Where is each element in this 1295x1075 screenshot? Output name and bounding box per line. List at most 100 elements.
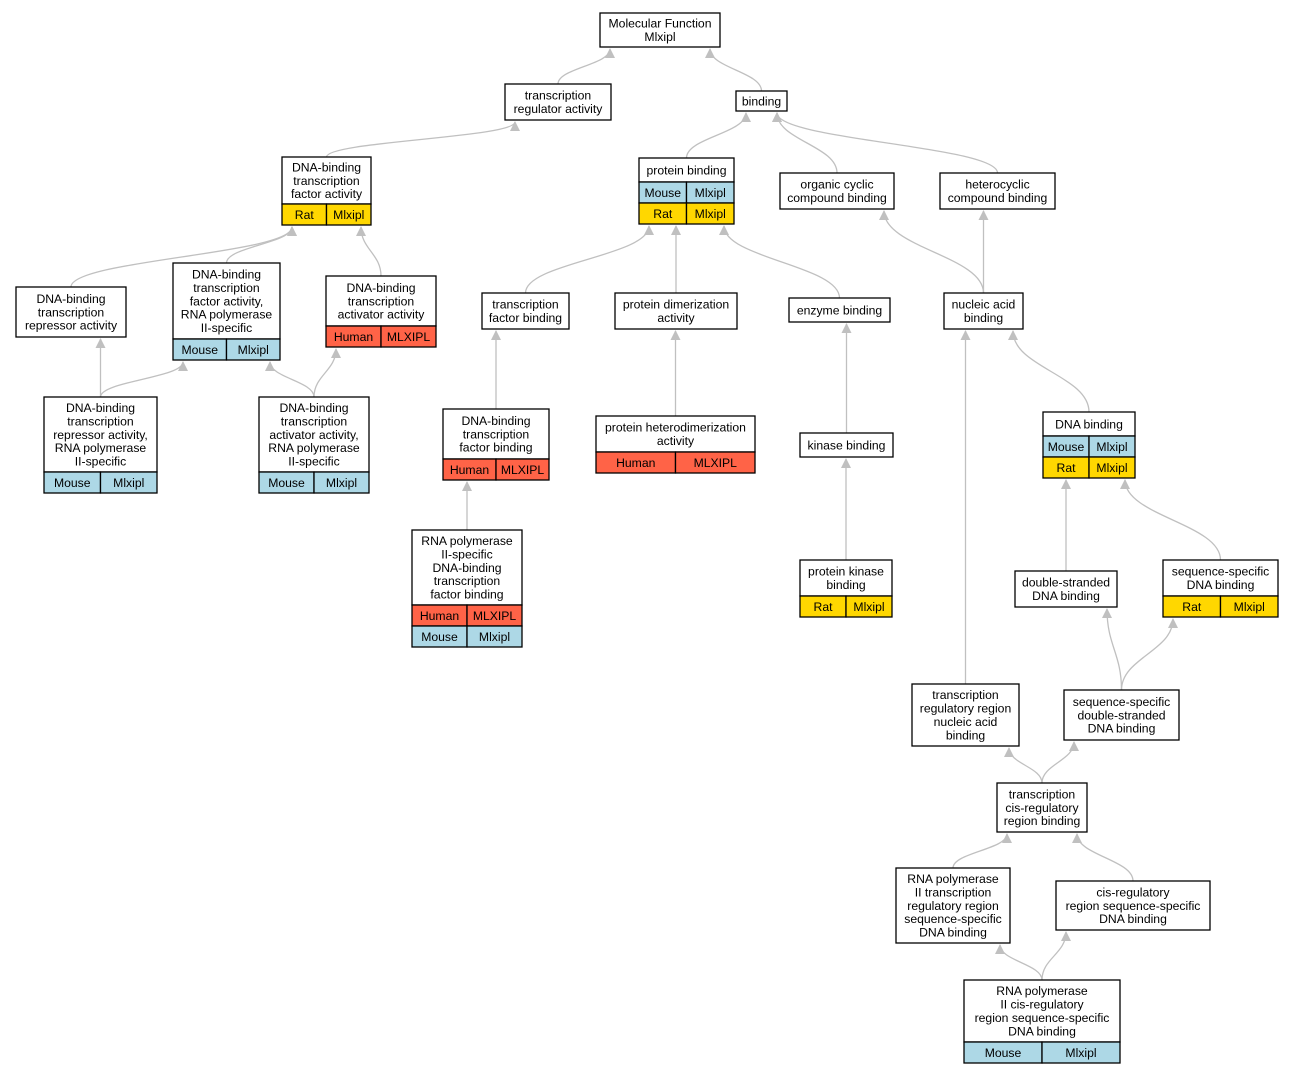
edge-tfb-to-pb [524,225,654,294]
edge-rnap2trr-to-tcrrb [952,833,1012,869]
species-label: Rat [814,600,834,614]
gene-cell [380,325,437,348]
term-label-line: activator activity [338,308,426,322]
term-label-line: II cis-regulatory [1000,998,1084,1012]
term-label-line: double-stranded [1022,576,1110,590]
species-label: Mouse [54,476,91,490]
gene-label: Mlxipl [113,476,144,490]
term-label-line: II-specific [441,547,492,561]
edge-dbtra-to-dbtfa [70,226,297,288]
term-box [1014,570,1118,608]
term-label-line: transcription [67,414,133,428]
edge-crrssdb-to-tcrrb [1072,833,1134,882]
term-box [15,286,127,338]
term-label-line: factor activity [291,187,363,201]
gene-cell [325,203,372,226]
term-label-line: binding [826,578,865,592]
term-label-line: II-specific [75,455,126,469]
term-box [281,156,372,205]
term-label-line: RNA polymerase [421,534,513,548]
term-box [43,396,158,473]
gene-label: Mlxipl [695,186,726,200]
edge-pb-to-binding [685,112,751,159]
term-box [325,275,437,327]
term-box [799,559,893,597]
term-label-line: sequence-specific [1073,695,1171,709]
term-label-line: region binding [1004,814,1081,828]
term-label-line: DNA-binding [346,281,415,295]
term-label-line: region sequence-specific [1066,899,1201,913]
term-label-line: binding [964,311,1003,325]
gene-cell [685,202,735,225]
term-label-line: double-stranded [1077,708,1165,722]
species-label: Human [420,609,459,623]
edge-eb-to-pb [719,225,841,299]
go-term-node: enzyme binding [788,297,891,323]
edge-rnap2crr-to-crrssdb [1041,931,1071,981]
term-label-line: Mlxipl [644,30,675,44]
gene-label: Mlxipl [1234,600,1265,614]
gene-cell [1041,1041,1121,1064]
species-label: Mouse [1048,440,1085,454]
term-box [799,432,894,458]
term-box [1162,559,1279,597]
gene-label: MLXIPL [694,456,738,470]
term-box [595,415,756,453]
gene-label: Mlxipl [1065,1046,1096,1060]
go-term-node: RNA polymeraseII-specificDNA-bindingtran… [411,529,523,648]
term-label-line: sequence-specific [904,912,1002,926]
gene-cell [674,451,756,474]
gene-label: Mlxipl [695,207,726,221]
term-label-line: RNA polymerase [996,984,1088,998]
term-label-line: protein dimerization [623,298,729,312]
term-label-line: regulator activity [514,102,604,116]
term-label-line: II-specific [201,321,252,335]
term-label-line: activity [657,311,695,325]
edge-dbtfa2-to-dbtfa [225,226,297,264]
term-label-line: factor activity, [190,294,264,308]
edge-ssdb-to-dnab [1120,479,1222,561]
gene-label: MLXIPL [387,330,431,344]
edge-dbtra2-to-dbtfa2 [99,361,188,398]
term-label-line: DNA-binding [432,561,501,575]
edge-rnap2crr-to-rnap2trr [995,944,1043,981]
term-label-line: DNA binding [1088,722,1156,736]
term-label-line: transcription [193,281,259,295]
term-label-line: protein binding [647,163,727,177]
term-label-line: kinase binding [808,438,886,452]
term-label-line: organic cyclic [800,178,873,192]
term-label-line: II-specific [288,455,339,469]
term-label-line: transcription [38,305,104,319]
term-label-line: factor binding [489,311,562,325]
term-label-line: transcription [492,298,558,312]
term-label-line: DNA-binding [192,268,261,282]
gene-label: Mlxipl [1096,440,1127,454]
term-label-line: regulatory region [920,702,1011,716]
term-label-line: DNA-binding [461,414,530,428]
term-box [481,292,570,330]
term-label-line: region sequence-specific [975,1011,1110,1025]
term-label-line: DNA binding [1099,912,1167,926]
term-label-line: binding [742,94,781,108]
term-box [614,292,738,330]
term-box [943,292,1024,330]
term-box [895,867,1011,944]
